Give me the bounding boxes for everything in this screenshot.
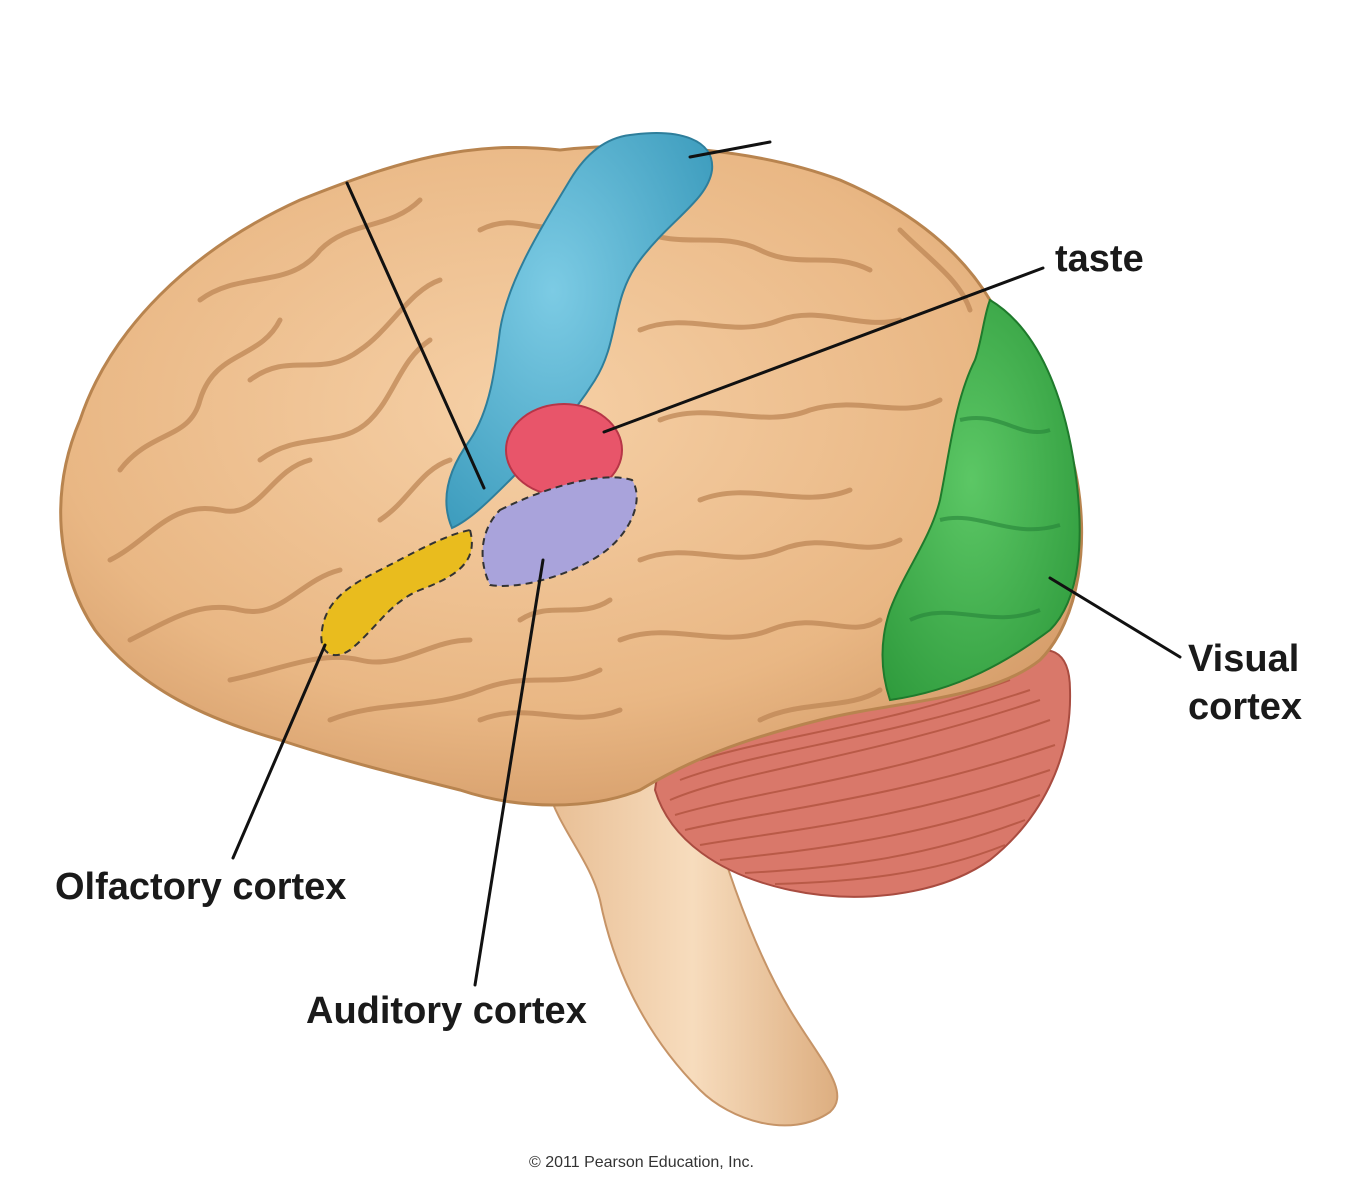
gyri-folds xyxy=(107,197,973,723)
auditory-area xyxy=(481,476,638,587)
leader-lines xyxy=(231,140,1182,987)
label-visual-line1: Visual xyxy=(1188,638,1300,680)
label-visual-cortex: Visual cortex xyxy=(1188,636,1302,731)
leader-line-motor xyxy=(345,181,486,490)
leader-line-olfactory xyxy=(231,643,327,860)
olfactory-area xyxy=(320,528,473,657)
copyright-notice: © 2011 Pearson Education, Inc. xyxy=(529,1154,754,1171)
label-taste: taste xyxy=(1055,238,1144,280)
leader-line-auditory xyxy=(473,558,545,987)
leader-line-visual xyxy=(1048,576,1182,659)
leader-line-taste xyxy=(602,266,1045,434)
leader-line-top xyxy=(688,140,772,159)
visual-cortex-area xyxy=(881,298,1081,702)
label-visual-line2: cortex xyxy=(1188,685,1303,728)
label-olfactory-cortex: Olfactory cortex xyxy=(55,866,347,908)
visual-cortex-folds xyxy=(909,416,1061,622)
label-auditory-cortex: Auditory cortex xyxy=(306,990,587,1032)
